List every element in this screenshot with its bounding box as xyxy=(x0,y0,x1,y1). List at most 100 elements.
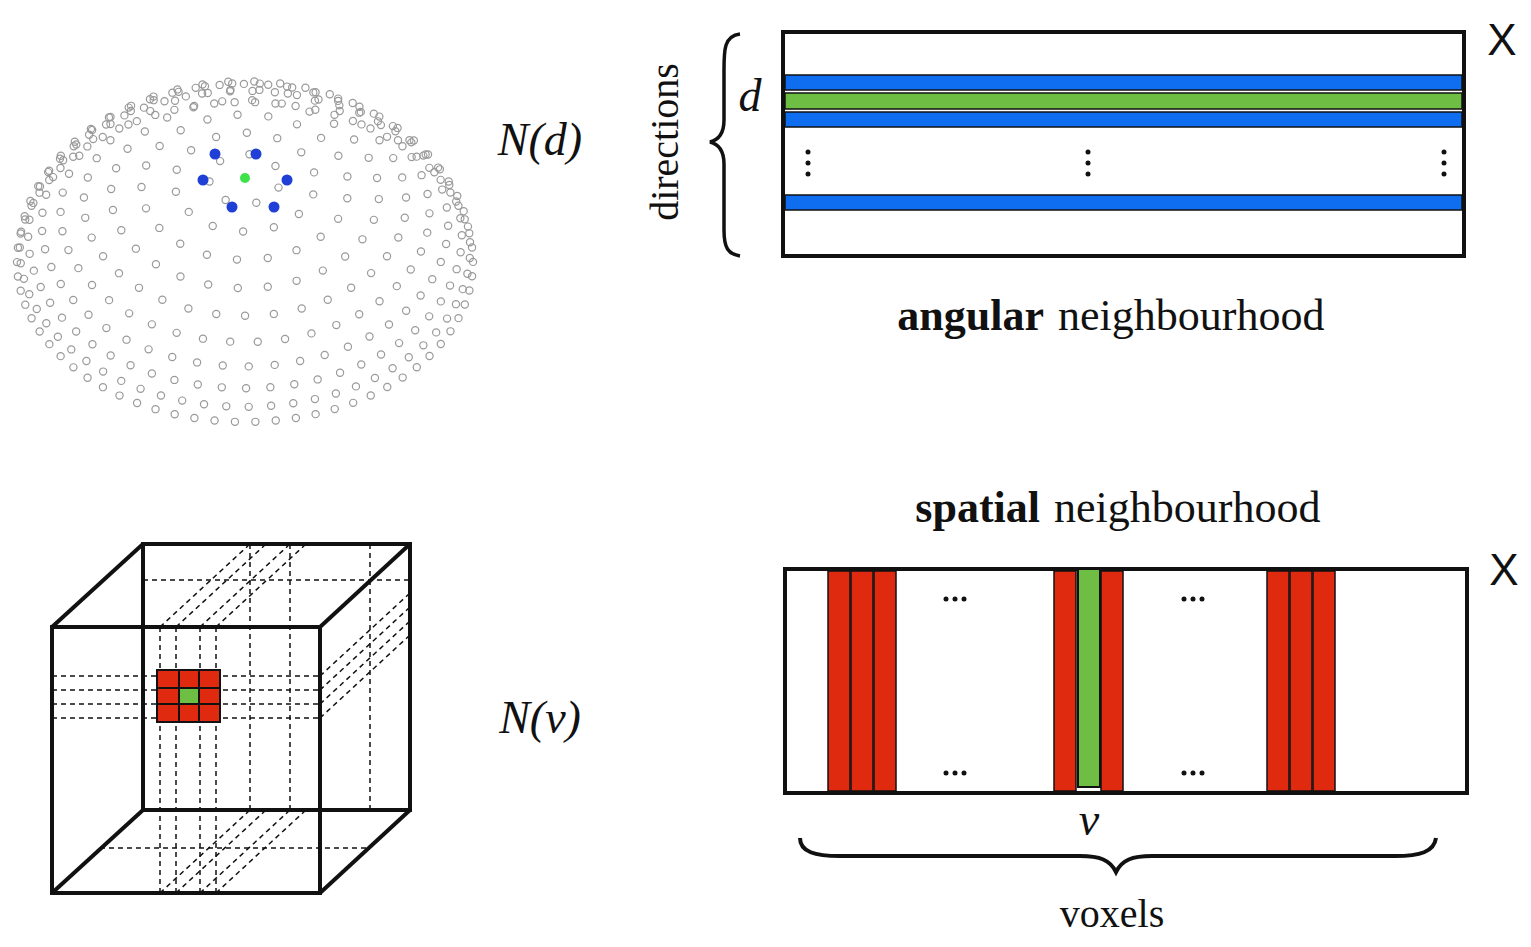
direction-dot xyxy=(25,233,32,240)
direction-dot xyxy=(349,117,356,124)
direction-dot xyxy=(59,228,66,235)
direction-dot xyxy=(148,370,155,377)
direction-dot xyxy=(105,297,112,304)
direction-dot xyxy=(271,89,278,96)
direction-dot xyxy=(225,78,232,85)
direction-dot xyxy=(466,230,473,237)
direction-dot xyxy=(459,286,466,293)
direction-dot xyxy=(302,84,309,91)
caption-word: neighbourhood xyxy=(1054,486,1320,530)
direction-dot xyxy=(272,417,279,424)
direction-dot xyxy=(249,87,256,94)
direction-dot xyxy=(70,143,77,150)
direction-dot xyxy=(436,166,443,173)
direction-dot xyxy=(395,340,402,347)
direction-dot xyxy=(439,186,446,193)
direction-dot xyxy=(399,374,406,381)
direction-dot xyxy=(70,364,77,371)
direction-dot xyxy=(194,381,201,388)
direction-dot xyxy=(374,118,381,125)
direction-dot xyxy=(121,112,128,119)
direction-dot xyxy=(88,234,95,241)
direction-dot xyxy=(293,277,300,284)
direction-dot xyxy=(407,266,414,273)
direction-dot xyxy=(133,399,140,406)
direction-dot xyxy=(172,188,179,195)
direction-dot xyxy=(233,256,240,263)
direction-dot xyxy=(211,417,218,424)
direction-dot xyxy=(226,88,233,95)
direction-dot xyxy=(169,89,176,96)
direction-dot xyxy=(383,133,390,140)
direction-dot xyxy=(344,195,351,202)
direction-dot xyxy=(393,283,400,290)
direction-dot xyxy=(371,374,378,381)
direction-dot xyxy=(321,351,328,358)
direction-dot xyxy=(199,81,206,88)
brace xyxy=(710,34,740,256)
direction-dot xyxy=(270,310,277,317)
direction-dot xyxy=(271,361,278,368)
direction-dot xyxy=(127,102,134,109)
direction-dot xyxy=(39,227,46,234)
direction-dot xyxy=(466,287,473,294)
direction-dot xyxy=(437,258,444,265)
direction-dot xyxy=(99,133,106,140)
direction-dot xyxy=(272,100,279,107)
direction-dot xyxy=(292,414,299,421)
direction-dot xyxy=(274,135,281,142)
direction-dot xyxy=(264,254,271,261)
direction-dot xyxy=(219,362,226,369)
direction-dot xyxy=(383,253,390,260)
direction-dot xyxy=(213,310,220,317)
axis-symbol: v xyxy=(1079,797,1099,843)
direction-dot xyxy=(389,365,396,372)
direction-dot xyxy=(367,125,374,132)
voxel-grid xyxy=(52,544,410,893)
direction-dot xyxy=(242,385,249,392)
direction-dot xyxy=(142,205,149,212)
direction-dot xyxy=(292,102,299,109)
direction-dot xyxy=(443,204,450,211)
direction-dot xyxy=(366,333,373,340)
direction-dot xyxy=(240,228,247,235)
direction-dot xyxy=(468,273,475,280)
direction-dot xyxy=(90,136,97,143)
direction-dot xyxy=(157,392,164,399)
direction-dot xyxy=(86,131,93,138)
direction-dot xyxy=(412,327,419,334)
direction-dot xyxy=(177,240,184,247)
direction-dot xyxy=(84,174,91,181)
direction-dot xyxy=(191,102,198,109)
direction-dot xyxy=(54,333,61,340)
direction-dot xyxy=(455,315,462,322)
direction-dot xyxy=(234,284,241,291)
direction-dot xyxy=(171,106,178,113)
direction-dot xyxy=(336,369,343,376)
direction-dot xyxy=(33,305,40,312)
direction-dot xyxy=(270,224,277,231)
direction-dot xyxy=(455,202,462,209)
direction-dot xyxy=(458,232,465,239)
direction-dot xyxy=(22,216,29,223)
direction-dot xyxy=(56,155,63,162)
direction-dot xyxy=(22,301,29,308)
direction-dot xyxy=(265,81,272,88)
neighbourhood-symbol: N(d) xyxy=(498,117,582,163)
direction-dot xyxy=(367,392,374,399)
direction-dot xyxy=(277,80,284,87)
direction-dot xyxy=(152,406,159,413)
direction-dot xyxy=(405,354,412,361)
matrix-directions xyxy=(783,32,1464,256)
direction-dot xyxy=(185,208,192,215)
direction-dot xyxy=(161,98,168,105)
direction-dot xyxy=(335,95,342,102)
spatial-neighbours xyxy=(157,670,220,722)
direction-dot xyxy=(80,194,87,201)
direction-dot xyxy=(173,329,180,336)
direction-dot xyxy=(453,266,460,273)
direction-dot xyxy=(469,258,476,265)
direction-dot xyxy=(109,206,116,213)
voxel-cube xyxy=(52,544,410,893)
